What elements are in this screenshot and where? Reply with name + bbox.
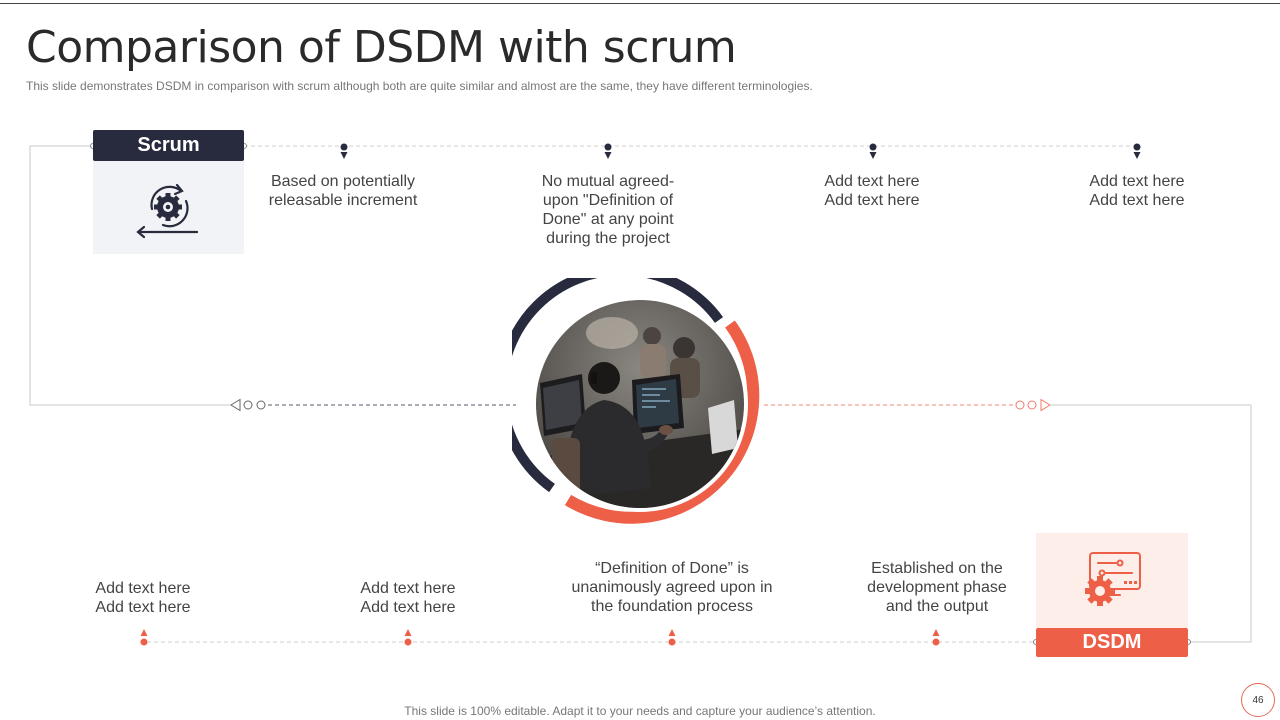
scrum-icon-panel [93, 161, 244, 254]
scrum-point-3: Add text here Add text here [824, 173, 920, 209]
dsdm-point-1: Add text here Add text here [95, 580, 191, 616]
gear-monitor-icon [1085, 552, 1141, 606]
page-subtitle: This slide demonstrates DSDM in comparis… [26, 79, 813, 93]
dsdm-label: DSDM [1036, 628, 1188, 657]
scrum-point-4: Add text here Add text here [1089, 173, 1185, 209]
pin-icon [869, 143, 877, 159]
scrum-point-1: Based on potentially releasable incremen… [268, 173, 418, 209]
footer-note: This slide is 100% editable. Adapt it to… [404, 704, 876, 718]
center-photo [496, 265, 768, 534]
top-rule [0, 3, 1280, 4]
team-working-photo [496, 265, 760, 524]
dsdm-point-4: Established on the development phase and… [867, 560, 1007, 615]
dsdm-point-2: Add text here Add text here [360, 580, 456, 616]
scrum-point-2: No mutual agreed- upon "Definition of Do… [541, 173, 675, 247]
dsdm-point-3: “Definition of Done” is unanimously agre… [571, 560, 773, 615]
pin-icon [932, 629, 940, 646]
pin-icon [668, 629, 676, 646]
agile-cycle-gear-icon [136, 183, 199, 239]
pin-icon [340, 143, 348, 159]
page-title: Comparison of DSDM with scrum [26, 22, 737, 73]
page-number: 46 [1241, 683, 1275, 717]
dsdm-icon-panel [1036, 533, 1188, 628]
pin-icon [604, 143, 612, 159]
pin-icon [1133, 143, 1141, 159]
pin-icon [404, 629, 412, 646]
scrum-label: Scrum [93, 130, 244, 161]
pin-icon [140, 629, 148, 646]
